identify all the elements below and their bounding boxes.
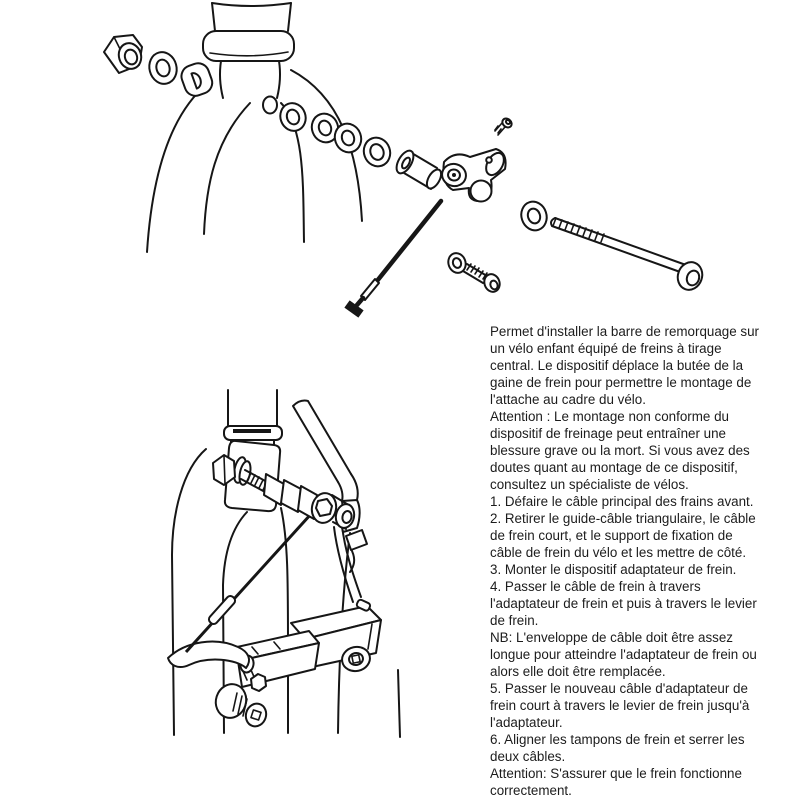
instruction-line: 4. Passer le câble de frein à travers (490, 579, 701, 594)
instruction-line: longue pour atteindre l'adaptateur de fr… (490, 647, 757, 662)
fork-illustration (146, 2, 363, 253)
instruction-line: l'attache au cadre du vélo. (490, 392, 646, 407)
instruction-line: 6. Aligner les tampons de frein et serre… (490, 732, 745, 747)
brake-adapter (441, 148, 507, 203)
exploded-parts-diagram (103, 2, 704, 318)
instructions-text: Permet d'installer la barre de remorquag… (490, 323, 796, 799)
instruction-line: frein court à travers le levier de frein… (490, 698, 750, 713)
instruction-line: 1. Défaire le câble principal des frains… (490, 494, 754, 509)
cable-anchor-bolt (214, 673, 268, 728)
instruction-line: 3. Monter le dispositif adaptateur de fr… (490, 562, 737, 577)
head-tube (223, 389, 283, 457)
straddle-rod (344, 198, 444, 318)
spacer-washers (279, 102, 392, 168)
instruction-line: Permet d'installer la barre de remorquag… (490, 324, 760, 339)
instruction-line: de frein. (490, 613, 539, 628)
instruction-line: gaine de frein pour permettre le montage… (490, 375, 752, 390)
d-washer (180, 62, 214, 97)
cable-housing (333, 525, 362, 603)
instruction-line: câble de frein du vélo et les mettre de … (490, 545, 747, 560)
instruction-line: Attention : Le montage non conforme du (490, 409, 729, 424)
instruction-line: deux câbles. (490, 749, 566, 764)
instruction-line: Attention: S'assurer que le frein foncti… (490, 766, 742, 781)
adapter-washer (520, 200, 548, 232)
mounting-nut (103, 34, 143, 74)
towbar-tube (292, 399, 359, 502)
instruction-line: consultez un spécialiste de vélos. (490, 477, 689, 492)
instruction-line: central. Le dispositif déplace la butée … (490, 358, 744, 373)
round-washer (148, 51, 178, 85)
straddle-cable (184, 512, 313, 654)
instruction-line: de frein court, et le support de fixatio… (490, 528, 733, 543)
instruction-line: alors elle doit être remplacée. (490, 664, 666, 679)
instruction-line: correctement. (490, 783, 572, 798)
brake-pad-right (290, 598, 382, 673)
pivot-bolt (550, 217, 704, 291)
barrel-spacer (395, 149, 443, 190)
instruction-line: blessure grave ou la mort. Si vous avez … (490, 443, 750, 458)
brake-arm-left (167, 640, 251, 669)
instruction-line: dispositif de freinage peut entraîner un… (490, 426, 726, 441)
assembled-view-diagram (167, 389, 401, 738)
instruction-line: l'adaptateur. (490, 715, 563, 730)
instruction-line: 5. Passer le nouveau câble d'adaptateur … (490, 681, 748, 696)
small-washer (447, 252, 467, 274)
set-screw (494, 117, 513, 136)
instruction-line: NB: L'enveloppe de câble doit être assez (490, 630, 733, 645)
instruction-line: l'adaptateur de frein et puis à travers … (490, 596, 757, 611)
instruction-line: 2. Retirer le guide-câble triangulaire, … (490, 511, 756, 526)
instruction-line: un vélo enfant équipé de freins à tirage (490, 341, 722, 356)
axle-assembly (212, 454, 356, 530)
instruction-line: doutes quant au montage de ce dispositif… (490, 460, 738, 475)
small-screw (462, 263, 501, 293)
